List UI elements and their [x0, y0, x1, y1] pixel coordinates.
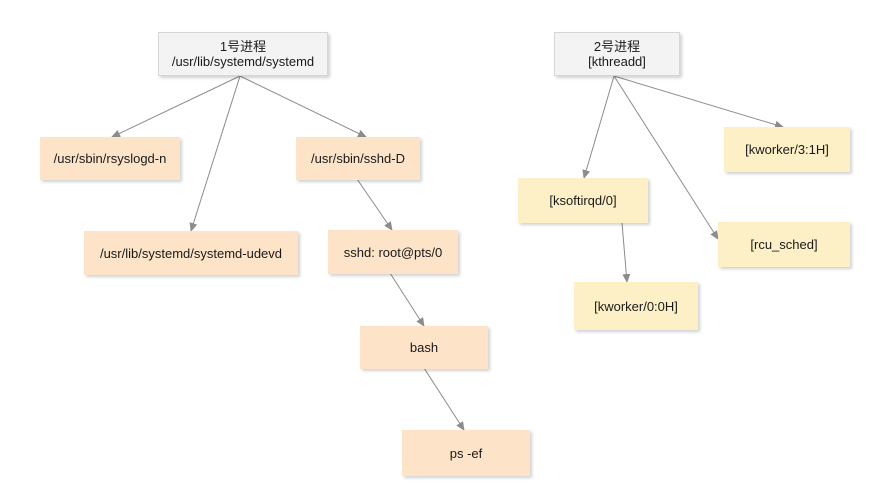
- node-rsyslogd: /usr/sbin/rsyslogd-n: [40, 137, 180, 180]
- process-1-title: 1号进程: [219, 39, 267, 54]
- edge-bash-ps: [423, 367, 465, 431]
- node-kworker-3-1h-label: [kworker/3:1H]: [745, 142, 829, 157]
- node-process-1: 1号进程 /usr/lib/systemd/systemd: [158, 32, 328, 76]
- node-systemd-udevd: /usr/lib/systemd/systemd-udevd: [84, 231, 298, 275]
- node-sshd-label: /usr/sbin/sshd-D: [311, 151, 405, 166]
- edge-systemd-sshd: [239, 75, 367, 138]
- node-rcu-sched: [rcu_sched]: [718, 222, 850, 267]
- edge-kthreadd-kworker3: [613, 75, 784, 129]
- node-bash: bash: [360, 326, 488, 369]
- node-kworker-3-1h: [kworker/3:1H]: [724, 127, 850, 172]
- process-1-path: /usr/lib/systemd/systemd: [171, 54, 315, 69]
- node-ksoftirqd: [ksoftirqd/0]: [518, 178, 648, 223]
- node-ksoftirqd-label: [ksoftirqd/0]: [549, 193, 617, 208]
- node-rcu-sched-label: [rcu_sched]: [750, 237, 818, 252]
- node-ps-label: ps -ef: [449, 445, 483, 461]
- edge-systemd-udevd: [189, 75, 241, 232]
- node-process-2: 2号进程 [kthreadd]: [554, 32, 680, 76]
- edge-sshd-session: [356, 178, 393, 231]
- edge-systemd-rsyslogd: [111, 75, 241, 138]
- node-ps: ps -ef: [402, 430, 530, 476]
- node-sshd-session: sshd: root@pts/0: [328, 230, 458, 274]
- node-kworker-0-0h: [kworker/0:0H]: [574, 282, 698, 330]
- edge-kthreadd-ksoftirqd: [582, 75, 615, 179]
- node-rsyslogd-label: /usr/sbin/rsyslogd-n: [53, 151, 167, 166]
- process-2-title: 2号进程: [593, 39, 641, 54]
- node-bash-label: bash: [409, 340, 439, 355]
- process-2-path: [kthreadd]: [588, 54, 646, 69]
- node-sshd: /usr/sbin/sshd-D: [296, 137, 420, 180]
- node-kworker-0-0h-label: [kworker/0:0H]: [594, 298, 678, 314]
- node-systemd-udevd-label: /usr/lib/systemd/systemd-udevd: [99, 245, 283, 261]
- edge-session-bash: [389, 272, 425, 327]
- node-sshd-session-label: sshd: root@pts/0: [343, 244, 443, 260]
- edge-ksoftirqd-kworker0: [621, 222, 631, 283]
- edge-kthreadd-rcu: [613, 75, 719, 240]
